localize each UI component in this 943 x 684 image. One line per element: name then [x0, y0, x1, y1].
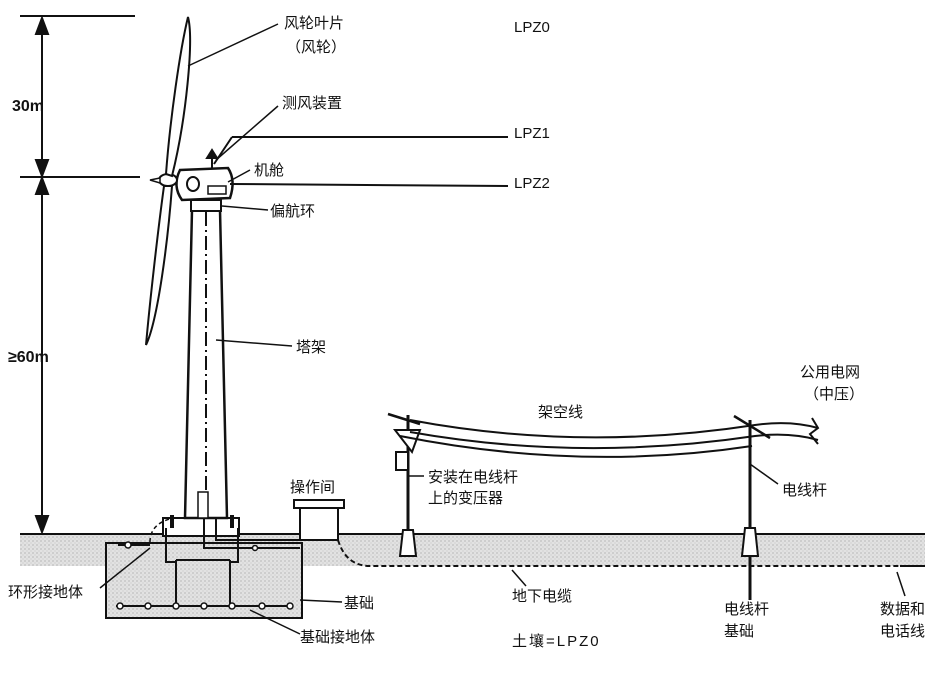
- leader-lines: [99, 23, 906, 635]
- rotor-blade-side: [149, 177, 161, 185]
- tower-to-control-room-cable: [203, 518, 300, 549]
- label-overhead-line: 架空线: [538, 403, 583, 421]
- zone-lpz1: LPZ1: [514, 125, 550, 142]
- label-data-line: 数据和: [880, 600, 925, 618]
- label-ring-earth: 环形接地体: [8, 583, 83, 601]
- nacelle: [175, 166, 234, 202]
- label-pole-foundation-sub: 基础: [724, 622, 754, 640]
- zone-lpz2: LPZ2: [514, 175, 550, 192]
- control-room: [293, 499, 345, 541]
- ring-earth-electrode: [149, 517, 176, 543]
- label-public-grid: 公用电网: [800, 363, 860, 381]
- label-pole: 电线杆: [782, 481, 827, 499]
- tower-base-plate: [162, 517, 240, 537]
- dimension-upper: 30m: [12, 98, 44, 115]
- zone-soil: 土壤=LPZ0: [512, 632, 601, 650]
- grid-break-mark: [808, 417, 820, 445]
- label-nacelle: 机舱: [254, 161, 284, 179]
- label-rotor-blade: 风轮叶片: [284, 14, 344, 32]
- wind-sensor: [205, 148, 219, 168]
- electrode-nodes: [116, 602, 294, 610]
- label-pole-transformer-sub: 上的变压器: [428, 489, 503, 507]
- label-wind-sensor: 测风装置: [282, 94, 342, 112]
- label-public-grid-sub: （中压）: [804, 385, 864, 403]
- rotor-blade-lower: [145, 185, 174, 346]
- label-control-room: 操作间: [290, 478, 335, 496]
- lpz2-boundary: [229, 183, 509, 187]
- label-pole-transformer: 安装在电线杆: [428, 468, 518, 486]
- dimension-markers: [20, 15, 140, 535]
- rotor: [145, 16, 192, 346]
- overhead-lines: [399, 419, 819, 458]
- label-tower: 塔架: [296, 338, 326, 356]
- pole-transformer: [395, 451, 409, 471]
- label-foundation-earth: 基础接地体: [300, 628, 375, 646]
- rotor-blade-upper: [164, 16, 192, 178]
- tower: [183, 208, 229, 520]
- label-foundation: 基础: [344, 594, 374, 612]
- underground-cable: [337, 539, 925, 567]
- label-data-line-sub: 电话线: [880, 622, 925, 640]
- label-pole-foundation: 电线杆: [724, 600, 769, 618]
- pole-right: [733, 414, 771, 600]
- yaw-ring: [190, 199, 222, 212]
- label-underground-cable: 地下电缆: [512, 587, 572, 605]
- label-yaw-ring: 偏航环: [270, 202, 315, 220]
- dimension-lower: ≥60m: [8, 349, 49, 366]
- label-rotor-blade-sub: （风轮）: [286, 38, 346, 56]
- zone-lpz0: LPZ0: [514, 19, 550, 36]
